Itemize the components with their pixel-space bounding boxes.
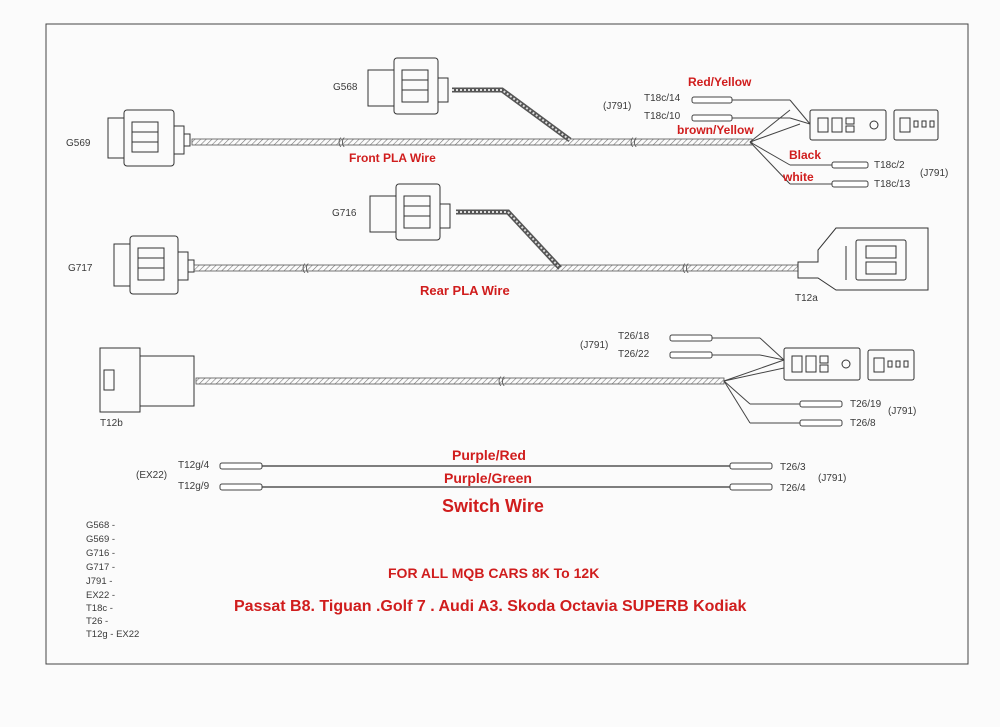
legend-item: G569 - [86, 534, 116, 545]
legend-item: T12g - EX22 [86, 629, 140, 640]
legend-item: EX22 - [86, 590, 116, 601]
pin-t26-8: T26/8 [850, 418, 876, 429]
wire-color-red-yellow: Red/Yellow [688, 75, 752, 89]
t12b-connector [99, 347, 195, 413]
front-pla-harness: (( (( [107, 57, 939, 188]
front-pla-wire-label: Front PLA Wire [349, 151, 436, 165]
label-g717: G717 [68, 263, 93, 274]
pin-t18c-10: T18c/10 [644, 111, 681, 122]
wire-color-purple-green: Purple/Green [444, 470, 532, 486]
t12a-connector [797, 227, 929, 291]
legend-item: G716 - [86, 548, 116, 559]
pin-t18c-14: T18c/14 [644, 93, 681, 104]
legend-item: G717 - [86, 562, 116, 573]
switch-wire-label: Switch Wire [442, 496, 544, 516]
ex22-label: (EX22) [136, 470, 168, 481]
j791-label-t12b: (J791) [580, 340, 609, 351]
pin-t26-22: T26/22 [618, 349, 650, 360]
rear-pla-wire-label: Rear PLA Wire [420, 283, 510, 298]
footer-vehicle-list: Passat B8. Tiguan .Golf 7 . Audi A3. Sko… [234, 598, 747, 615]
g716-connector [369, 183, 451, 241]
legend-item: T18c - [86, 603, 113, 614]
rear-pla-harness: (( (( [113, 183, 929, 295]
wire-color-white: white [783, 170, 814, 184]
t26-connector [783, 347, 915, 381]
legend-item: G568 - [86, 520, 116, 531]
pin-t18c-2: T18c/2 [874, 160, 905, 171]
label-g569: G569 [66, 138, 91, 149]
pin-t12g-9: T12g/9 [178, 481, 210, 492]
t12b-harness: (( [99, 334, 915, 427]
label-t12b: T12b [100, 418, 123, 429]
pin-t26-3: T26/3 [780, 462, 806, 473]
pin-t26-4: T26/4 [780, 483, 806, 494]
legend-item: J791 - [86, 576, 113, 587]
svg-text:((: (( [682, 263, 689, 274]
pin-t26-19: T26/19 [850, 399, 882, 410]
svg-text:((: (( [498, 376, 505, 387]
j791-label-front: (J791) [603, 101, 632, 112]
legend-item: T26 - [86, 616, 109, 627]
wire-color-purple-red: Purple/Red [452, 447, 526, 463]
g717-connector [113, 235, 195, 295]
j791-label-switch: (J791) [818, 473, 847, 484]
g568-connector [367, 57, 449, 115]
footer-compatibility-title: FOR ALL MQB CARS 8K To 12K [388, 565, 600, 581]
wire-color-brown-yellow: brown/Yellow [677, 123, 754, 137]
j791-label-front-right: (J791) [920, 168, 949, 179]
pin-t18c-13: T18c/13 [874, 179, 911, 190]
page-frame [45, 23, 969, 665]
svg-text:((: (( [630, 137, 637, 148]
svg-text:((: (( [338, 137, 345, 148]
t18c-connector [809, 109, 939, 141]
switch-wire [219, 462, 773, 491]
svg-text:((: (( [302, 263, 309, 274]
j791-label-t12b-right: (J791) [888, 406, 917, 417]
pin-t26-18: T26/18 [618, 331, 650, 342]
wire-color-black: Black [789, 148, 822, 162]
label-t12a: T12a [795, 293, 818, 304]
g569-connector [107, 109, 191, 167]
pin-t12g-4: T12g/4 [178, 460, 210, 471]
label-g568: G568 [333, 82, 358, 93]
label-g716: G716 [332, 208, 357, 219]
